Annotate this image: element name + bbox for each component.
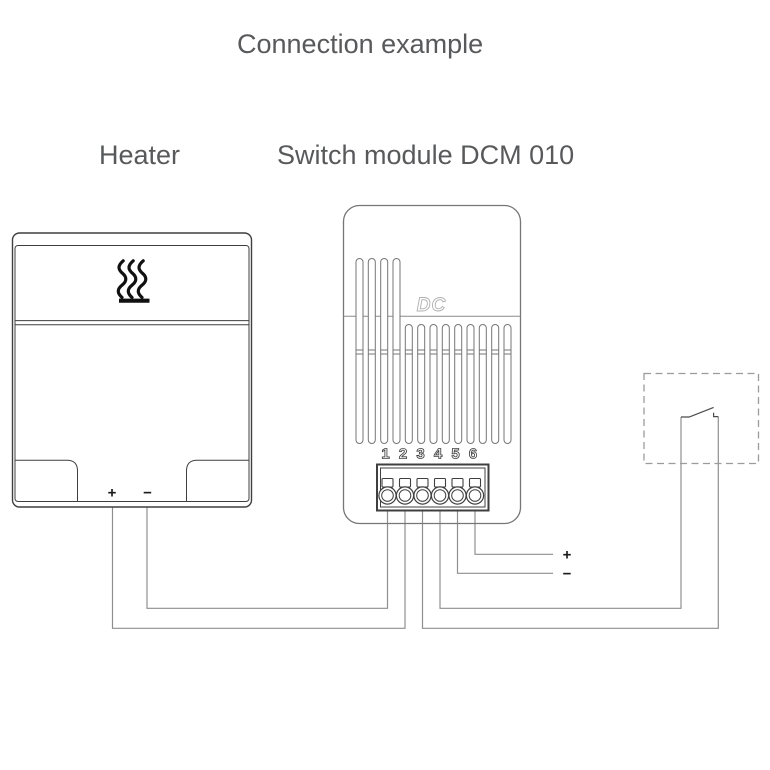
wire-terminal2-to-heater-plus (111, 507, 406, 629)
vent-slot (454, 324, 463, 444)
vent-slot (429, 324, 438, 444)
vent-slot (380, 258, 389, 444)
terminal-clamp (468, 477, 482, 488)
vent-slot-seam-ticks (356, 349, 511, 355)
wire-terminal6-to-power-plus (474, 510, 553, 555)
terminal-number-4: 4 (434, 446, 443, 463)
external-switch-box (643, 372, 760, 465)
heat-waves-icon (116, 259, 150, 303)
vent-slot (478, 324, 487, 444)
module-case (342, 204, 522, 525)
heater-minus-label: − (143, 485, 152, 502)
power-plus-label: + (563, 547, 572, 564)
terminal-number-1: 1 (381, 446, 389, 463)
heater-device: + − (11, 232, 253, 508)
terminal-screw (416, 489, 429, 502)
terminal-block (376, 463, 490, 512)
wire-terminal3-to-switch-right (421, 416, 719, 629)
vent-slots-right (404, 324, 512, 444)
heater-divider (15, 320, 249, 326)
terminal-clamp (416, 477, 429, 488)
wire-terminal4-to-switch-left (439, 417, 682, 609)
terminal-clamp (381, 477, 394, 488)
page-title: Connection example (237, 29, 484, 59)
wire-terminal5-to-power-minus (456, 510, 553, 574)
switch-module-device: DC 1 2 3 4 5 6 (342, 204, 522, 525)
vent-slot (392, 258, 401, 444)
heater-inner-panel (14, 245, 250, 502)
vent-slots-left (355, 258, 401, 444)
power-minus-label: − (563, 566, 572, 583)
terminal-screw (468, 489, 482, 502)
heater-tab-right (186, 459, 249, 502)
wires (111, 416, 719, 629)
external-switch (643, 372, 760, 465)
vent-slot (503, 324, 512, 444)
terminal-number-3: 3 (416, 446, 424, 463)
switch-contact-icon (681, 406, 719, 418)
vent-slot (491, 324, 500, 444)
heater-outer-case (11, 232, 253, 508)
terminal-clamp (451, 477, 464, 488)
vent-slot (441, 324, 450, 444)
wire-terminal1-to-heater-minus (146, 507, 389, 609)
power-supply-labels: + − (563, 547, 572, 583)
terminal-numbers: 1 2 3 4 5 6 (381, 445, 478, 463)
vent-slot (367, 258, 376, 444)
terminal-screws (378, 486, 485, 505)
module-label: Switch module DCM 010 (277, 140, 575, 170)
vent-slot (404, 324, 413, 444)
terminal-screw (433, 489, 447, 502)
vent-slot (466, 324, 475, 444)
terminal-number-5: 5 (451, 446, 459, 463)
heater-tab-left (15, 459, 78, 502)
terminal-screw (381, 489, 394, 502)
dc-logo: DC (417, 295, 446, 316)
heater-label: Heater (99, 140, 181, 170)
terminal-clamps (381, 477, 482, 488)
vent-slot (355, 258, 364, 444)
terminal-clamp (398, 477, 412, 488)
terminal-screw (451, 489, 464, 502)
vent-slot (417, 324, 426, 444)
terminal-clamp (433, 477, 447, 488)
terminal-number-6: 6 (469, 446, 477, 463)
terminal-number-2: 2 (399, 446, 407, 463)
heater-plus-label: + (108, 485, 117, 502)
terminal-screw (398, 489, 412, 502)
